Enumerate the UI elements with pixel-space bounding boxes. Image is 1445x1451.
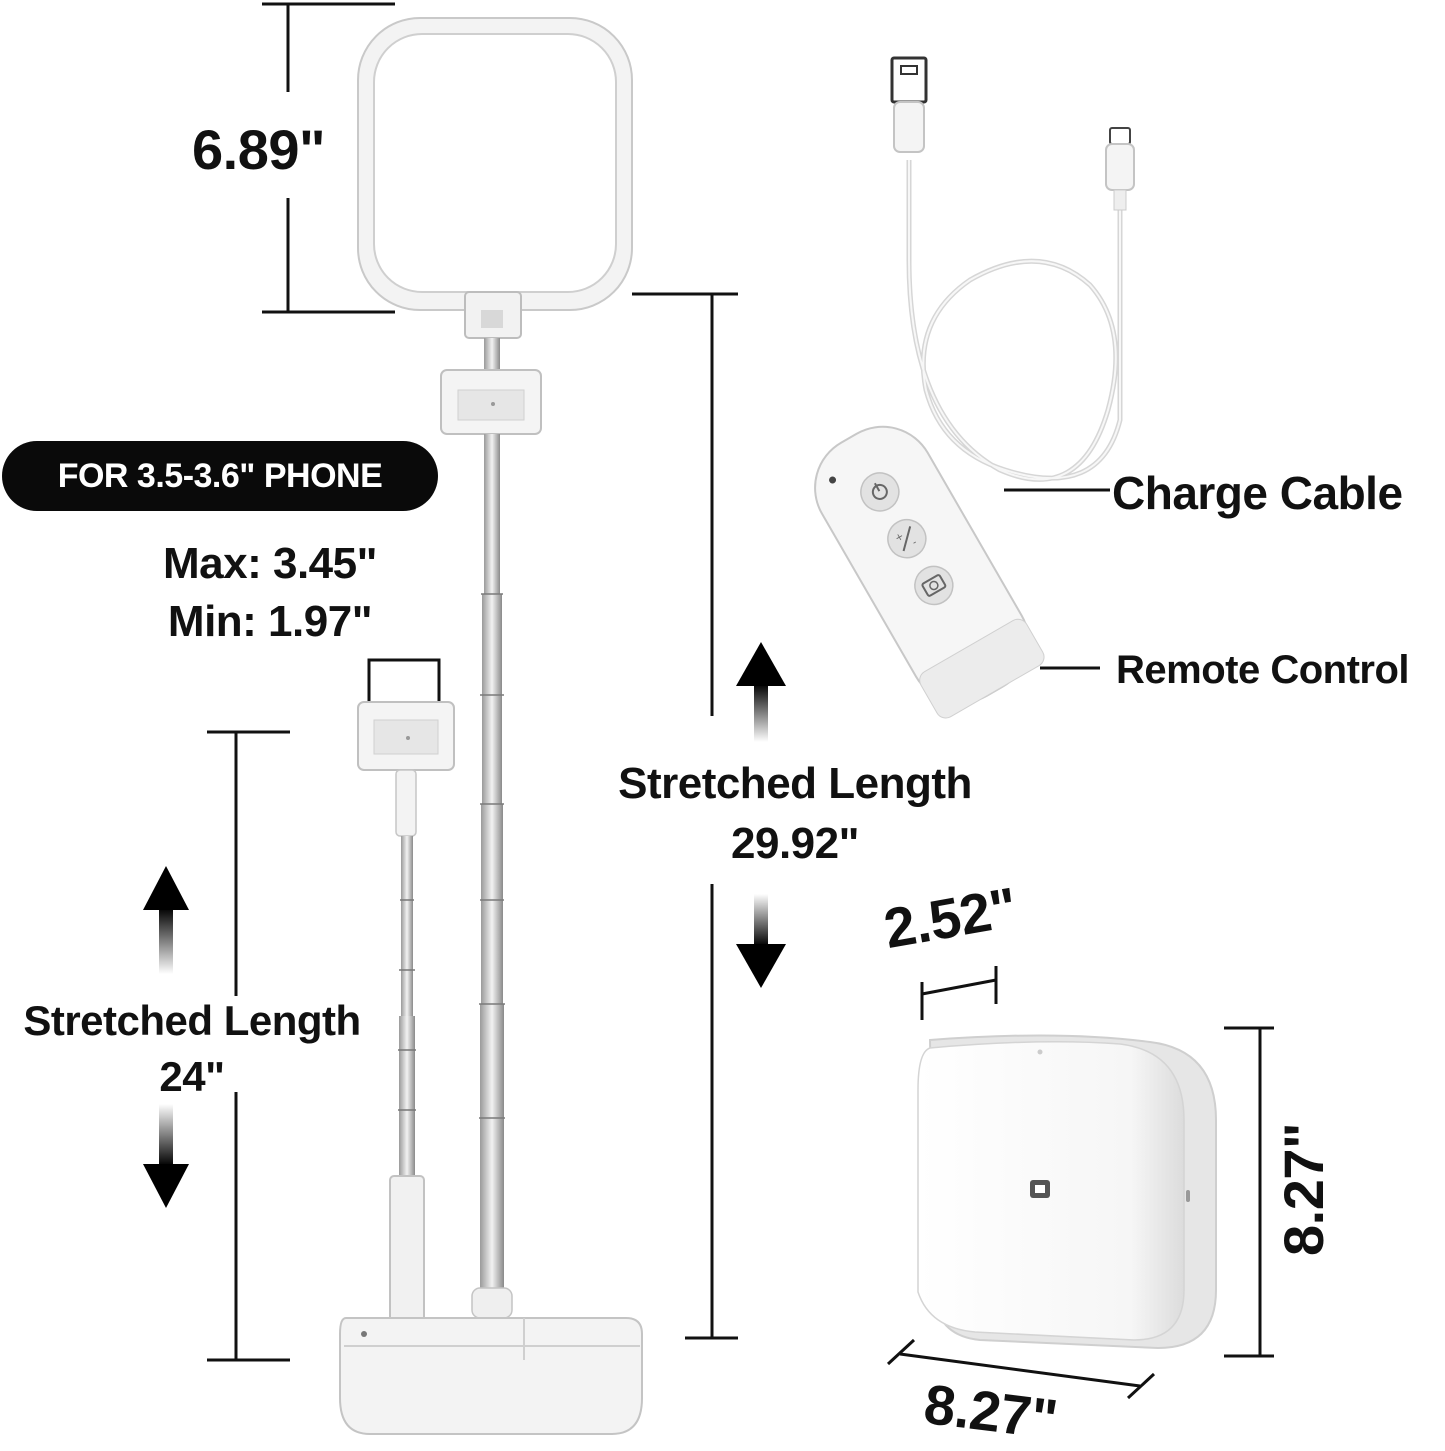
phone-min-label: Min: 1.97" — [167, 597, 373, 646]
phone-size-badge: FOR 3.5-3.6" PHONE — [2, 441, 438, 511]
tall-stand — [440, 291, 542, 1319]
tall-stretch-dimension — [632, 292, 738, 1340]
svg-text:-: - — [910, 537, 919, 549]
square-ring-light — [357, 17, 633, 311]
tall-stretch-label: Stretched Length — [618, 759, 972, 808]
short-stretch-label: Stretched Length — [23, 997, 361, 1044]
box-height-dimension — [1224, 1026, 1274, 1358]
box-height-label: 8.27" — [1272, 1122, 1335, 1256]
usb-a-connector — [890, 56, 928, 153]
box-width-dimension — [886, 1338, 1156, 1400]
charge-cable — [906, 160, 1123, 482]
micro-usb-connector — [1105, 127, 1135, 211]
remote-power-icon — [860, 472, 900, 512]
ring-height-dimension — [262, 2, 395, 314]
short-stretch-down-arrow — [143, 1104, 189, 1208]
short-stretch-up-arrow — [143, 866, 189, 974]
tall-stretch-down-arrow — [736, 894, 786, 988]
charge-cable-label: Charge Cable — [1112, 467, 1403, 519]
box-width-label: 8.27" — [920, 1372, 1061, 1451]
tall-stretch-value: 29.92" — [731, 819, 859, 868]
remote-control-label: Remote Control — [1116, 648, 1410, 692]
remote-brightness-icon: + - — [887, 518, 927, 559]
stand-base — [339, 1317, 643, 1435]
ring-height-label: 6.89" — [192, 118, 326, 181]
tall-stretch-up-arrow — [736, 642, 786, 742]
remote-camera-icon — [914, 565, 954, 606]
short-stretch-dimension — [207, 730, 290, 1362]
phone-max-label: Max: 3.45" — [163, 539, 377, 588]
folded-box — [917, 1034, 1217, 1350]
box-depth-dimension — [920, 966, 998, 1020]
remote-control: + - — [814, 425, 1045, 719]
short-stretch-value: 24" — [159, 1053, 225, 1100]
